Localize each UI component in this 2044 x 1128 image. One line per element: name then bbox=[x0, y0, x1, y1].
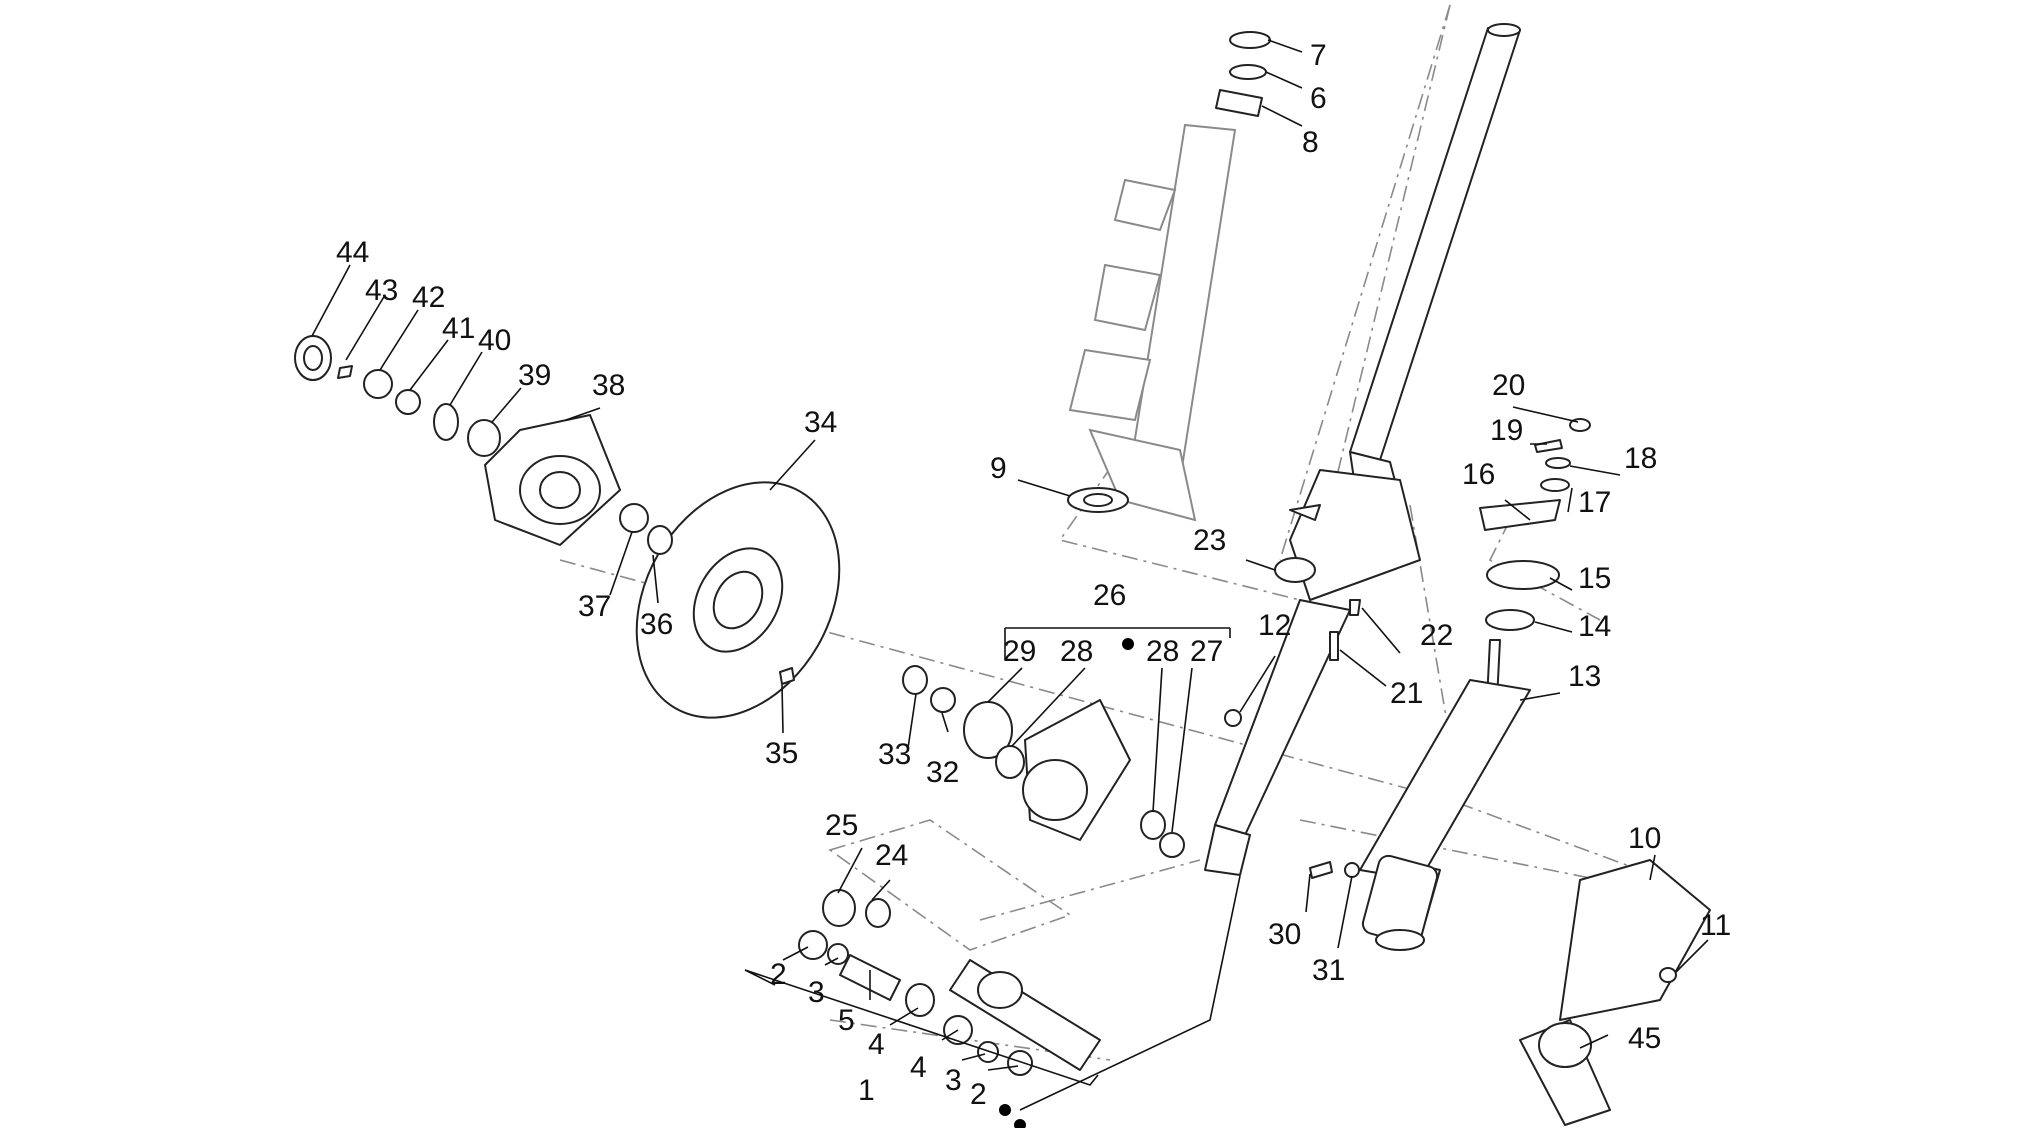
callout-2b: 2 bbox=[970, 1078, 987, 1111]
callout-30: 30 bbox=[1268, 918, 1301, 951]
callout-13: 13 bbox=[1568, 660, 1601, 693]
callout-25: 25 bbox=[825, 809, 858, 842]
callout-15: 15 bbox=[1578, 562, 1611, 595]
callout-20: 20 bbox=[1492, 369, 1525, 402]
callout-42: 42 bbox=[412, 281, 445, 314]
callout-43: 43 bbox=[365, 274, 398, 307]
callout-29: 29 bbox=[1003, 635, 1036, 668]
steering-tube bbox=[1204, 23, 1521, 876]
lower-linkage bbox=[798, 889, 1101, 1076]
callout-12: 12 bbox=[1258, 609, 1291, 642]
callout-18: 18 bbox=[1624, 442, 1657, 475]
callout-31: 31 bbox=[1312, 954, 1345, 987]
callout-11: 11 bbox=[1700, 909, 1731, 942]
callout-45: 45 bbox=[1628, 1022, 1661, 1055]
callout-19: 19 bbox=[1490, 414, 1523, 447]
small-parts-left bbox=[294, 335, 795, 685]
callout-28b: 28 bbox=[1146, 635, 1179, 668]
callout-26: 26 bbox=[1093, 579, 1126, 612]
callout-40: 40 bbox=[478, 324, 511, 357]
callout-22: 22 bbox=[1420, 619, 1453, 652]
wheel-hub bbox=[484, 414, 621, 546]
callout-4b: 4 bbox=[910, 1051, 927, 1084]
callout-21: 21 bbox=[1390, 677, 1423, 710]
callout-39: 39 bbox=[518, 359, 551, 392]
callout-36: 36 bbox=[640, 608, 673, 641]
callout-33: 33 bbox=[878, 738, 911, 771]
callout-4a: 4 bbox=[868, 1028, 885, 1061]
callout-35: 35 bbox=[765, 737, 798, 770]
brake-caliper bbox=[902, 665, 1242, 858]
callout-24: 24 bbox=[875, 839, 908, 872]
callout-37: 37 bbox=[578, 590, 611, 623]
callout-44: 44 bbox=[336, 236, 369, 269]
shock-absorber bbox=[1359, 639, 1531, 951]
leader-lines bbox=[311, 39, 1709, 1111]
callout-7: 7 bbox=[1310, 39, 1327, 72]
callout-14: 14 bbox=[1578, 610, 1611, 643]
callout-32: 32 bbox=[926, 756, 959, 789]
headstock-frame bbox=[1068, 123, 1237, 522]
top-small-parts bbox=[1067, 31, 1271, 513]
callout-10: 10 bbox=[1628, 822, 1661, 855]
callout-27: 27 bbox=[1190, 635, 1223, 668]
callout-23: 23 bbox=[1193, 524, 1226, 557]
callout-9: 9 bbox=[990, 452, 1007, 485]
callout-1: 1 bbox=[858, 1074, 875, 1107]
reference-dots bbox=[999, 638, 1134, 1128]
callout-5: 5 bbox=[838, 1004, 855, 1037]
brake-disc bbox=[635, 481, 841, 719]
callout-8: 8 bbox=[1302, 126, 1319, 159]
callout-labels: 7 6 8 9 10 11 12 13 14 15 16 17 18 19 20… bbox=[336, 39, 1731, 1111]
callout-17: 17 bbox=[1578, 486, 1611, 519]
callout-2a: 2 bbox=[770, 958, 787, 991]
callout-16: 16 bbox=[1462, 458, 1495, 491]
callout-28a: 28 bbox=[1060, 635, 1093, 668]
callout-38: 38 bbox=[592, 369, 625, 402]
callout-6: 6 bbox=[1310, 82, 1327, 115]
callout-41: 41 bbox=[442, 312, 475, 345]
callout-3b: 3 bbox=[945, 1064, 962, 1097]
callout-34: 34 bbox=[804, 406, 837, 439]
callout-3a: 3 bbox=[808, 976, 825, 1009]
